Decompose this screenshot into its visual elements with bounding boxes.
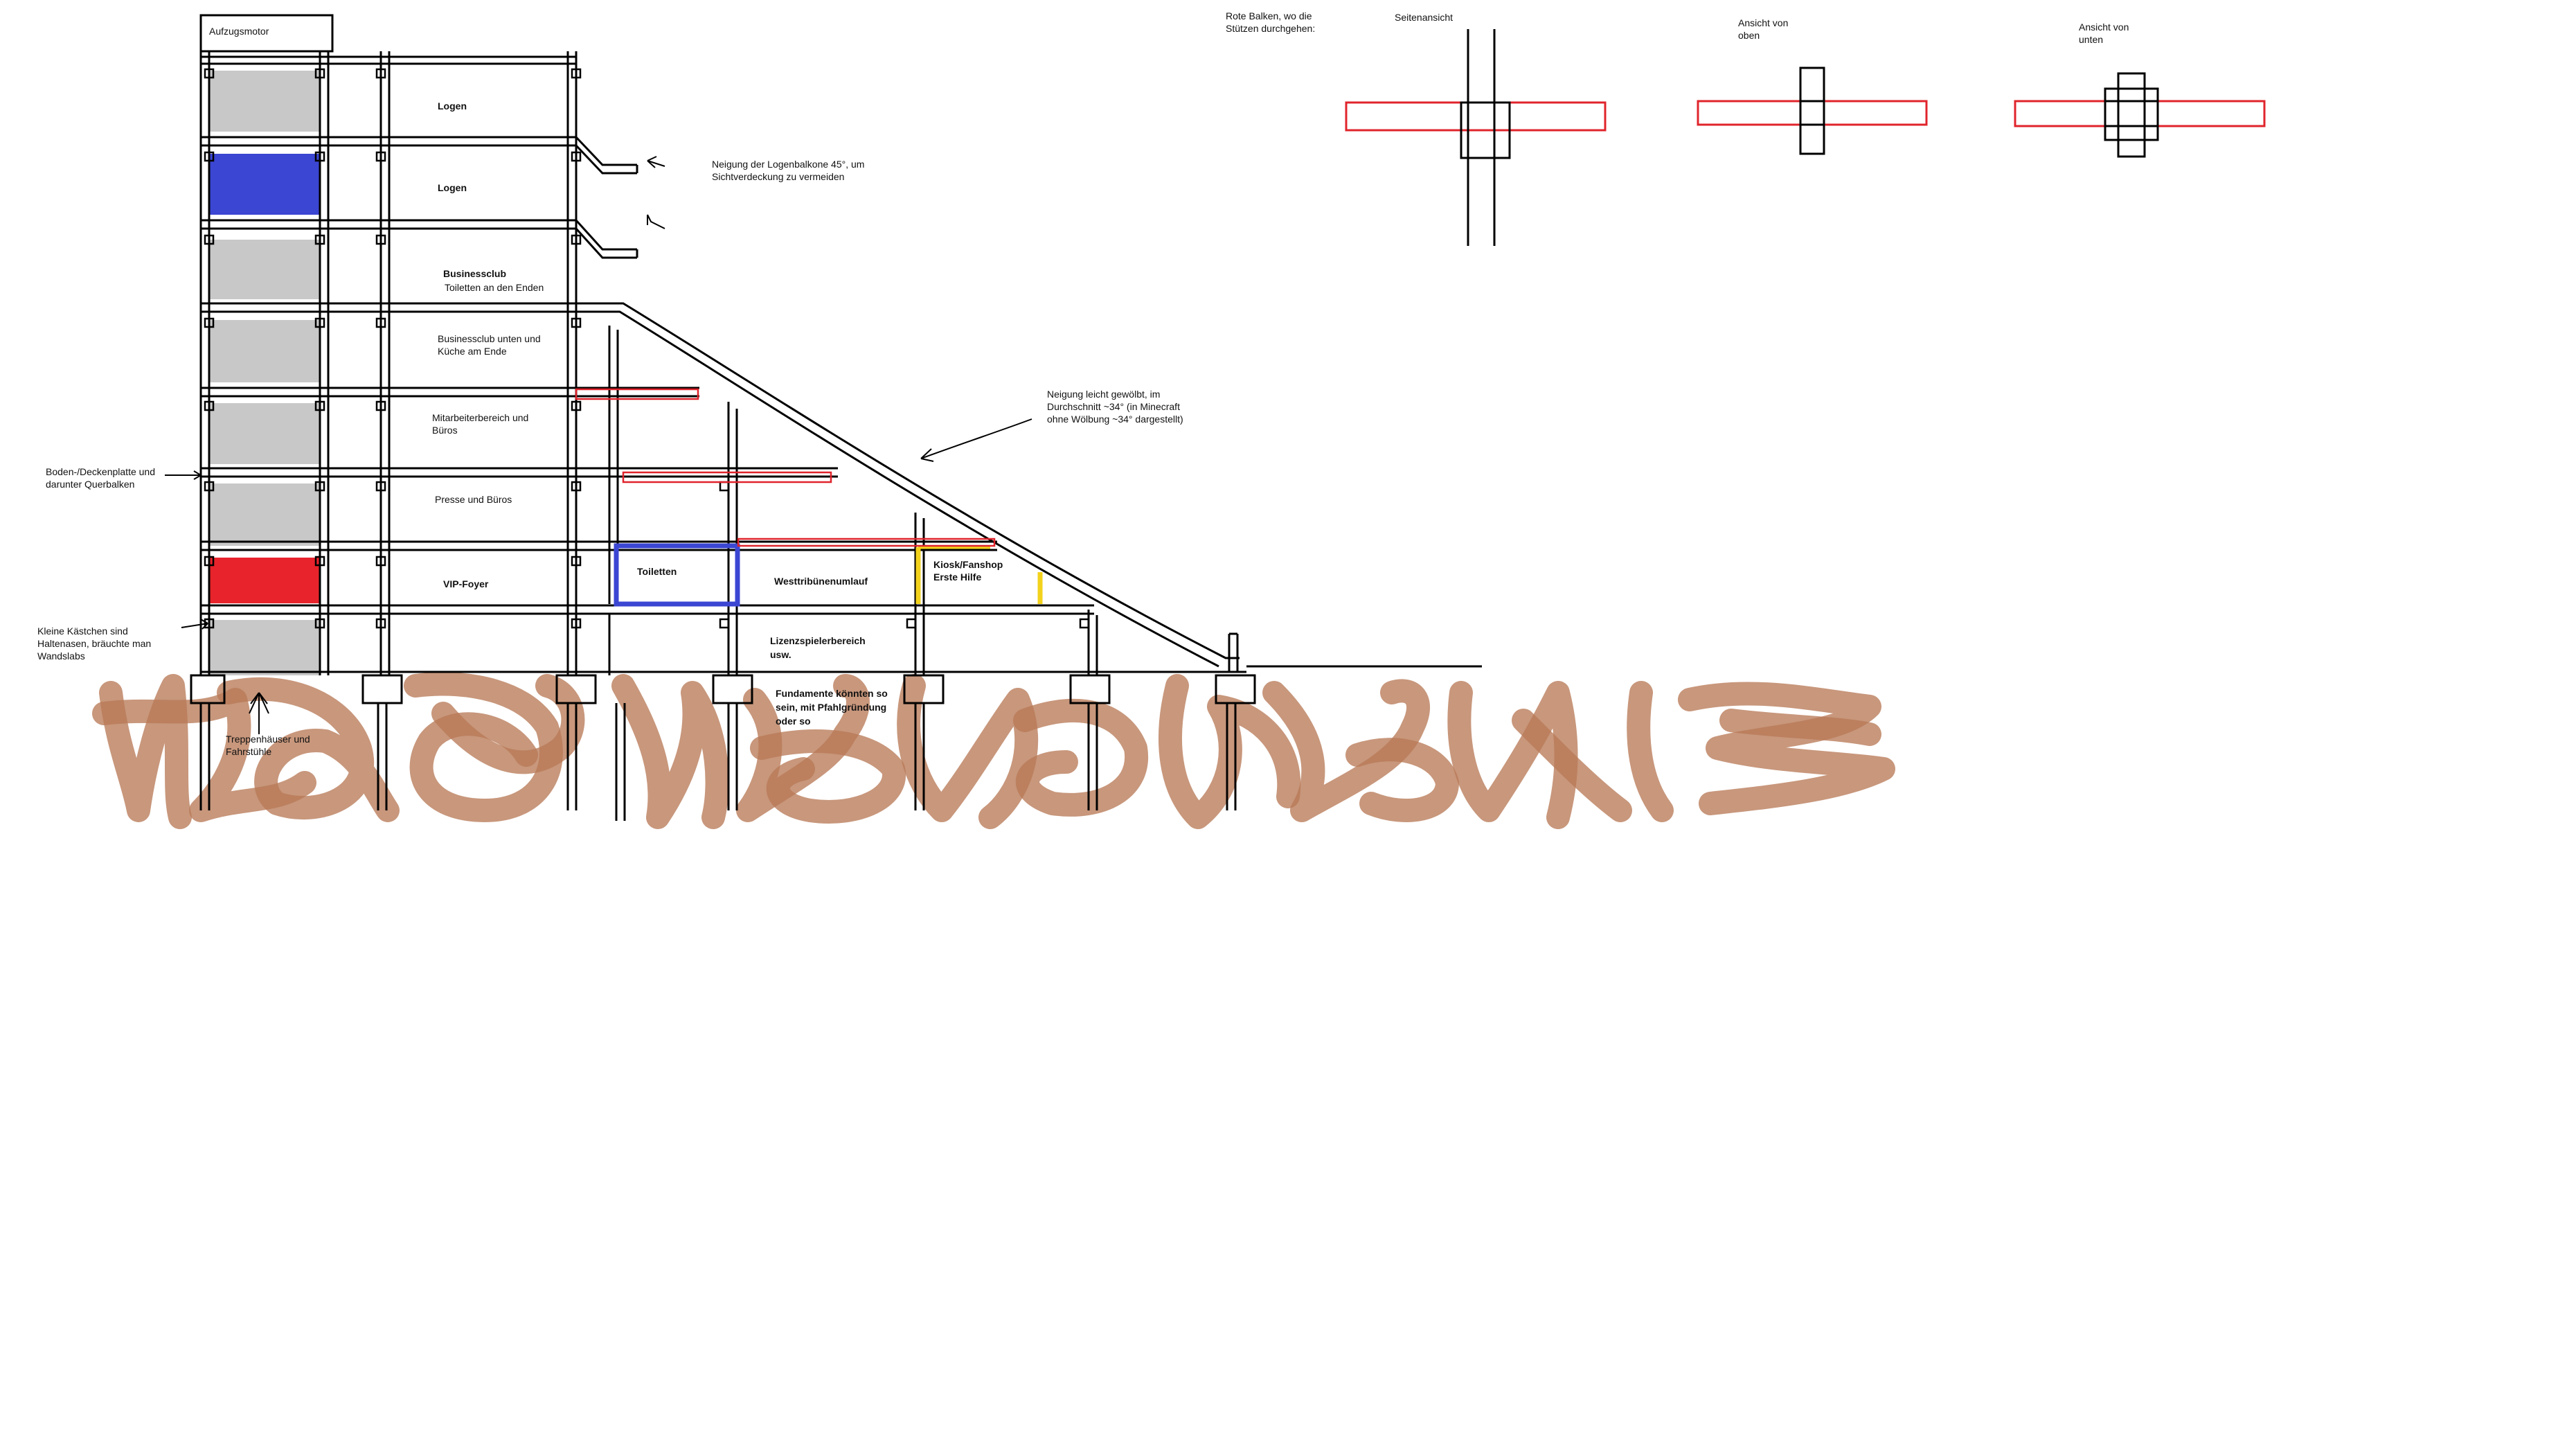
- label-ansicht-unten-1: Ansicht von: [2079, 21, 2129, 33]
- floor-slabs: [201, 55, 1246, 673]
- label-vip-foyer: VIP-Foyer: [443, 578, 489, 589]
- label-treppen-2: Fahrstühle: [226, 746, 271, 757]
- label-neigung-gewoelbt-1: Neigung leicht gewölbt, im: [1047, 389, 1160, 400]
- label-fundamente-3: oder so: [776, 716, 811, 727]
- label-businessclub-kueche-1: Businessclub unten und: [438, 333, 541, 344]
- shaft-fill-8: [209, 620, 320, 675]
- toiletten-blue-frame: [614, 543, 740, 607]
- label-neigung-loge-1: Neigung der Logenbalkone 45°, um: [712, 159, 864, 170]
- label-kaestchen-3: Wandslabs: [37, 650, 85, 662]
- beam-detail-views: [1345, 29, 2266, 246]
- annotation-arrows: [165, 156, 1032, 734]
- label-kiosk-2: Erste Hilfe: [933, 571, 981, 583]
- logen-balconies: [575, 136, 638, 259]
- shaft-fill-6: [209, 483, 320, 546]
- shaft-fill-7-red: [209, 558, 320, 603]
- stadium-cross-section: [165, 14, 1482, 821]
- label-westtribuene: Westtribünenumlauf: [774, 576, 868, 587]
- red-beams: [575, 388, 996, 547]
- shaft-fill-1: [209, 71, 320, 132]
- side-view: [1345, 29, 1607, 246]
- label-fundamente-2: sein, mit Pfahlgründung: [776, 702, 886, 713]
- label-neigung-gewoelbt-2: Durchschnitt ~34° (in Minecraft: [1047, 401, 1180, 412]
- label-neigung-gewoelbt-3: ohne Wölbung ~34° dargestellt): [1047, 414, 1183, 425]
- label-logen-1: Logen: [438, 100, 467, 112]
- label-kaestchen-1: Kleine Kästchen sind: [37, 625, 128, 637]
- label-ansicht-oben-1: Ansicht von: [1738, 17, 1788, 28]
- label-fundamente-1: Fundamente könnten so: [776, 688, 888, 699]
- label-logen-2: Logen: [438, 182, 467, 193]
- shaft-fill-4: [209, 320, 320, 382]
- label-seitenansicht: Seitenansicht: [1395, 12, 1453, 23]
- label-toiletten: Toiletten: [637, 566, 677, 577]
- shaft-fill-3: [209, 240, 320, 299]
- holding-boxes: [204, 68, 1090, 629]
- label-ansicht-oben-2: oben: [1738, 30, 1760, 41]
- label-toiletten-enden: Toiletten an den Enden: [445, 282, 544, 293]
- label-mitarbeiter-2: Büros: [432, 425, 458, 436]
- label-mitarbeiter-1: Mitarbeiterbereich und: [432, 412, 528, 423]
- tower-columns: [199, 51, 578, 675]
- label-boden-1: Boden-/Deckenplatte und: [46, 466, 155, 477]
- label-lizenz-2: usw.: [770, 649, 791, 660]
- soil-scribbles: [92, 672, 1895, 829]
- label-rote-balken-1: Rote Balken, wo die: [1226, 10, 1312, 21]
- shaft-fill-2-blue: [209, 154, 320, 215]
- bottom-view: [2014, 72, 2266, 158]
- label-treppen-1: Treppenhäuser und: [226, 734, 310, 745]
- label-businessclub-kueche-2: Küche am Ende: [438, 346, 507, 357]
- foundations: [190, 665, 1482, 821]
- tribune-slope: [596, 302, 1240, 672]
- label-businessclub: Businessclub: [443, 268, 506, 279]
- label-kaestchen-2: Haltenasen, bräuchte man: [37, 638, 151, 649]
- label-elevator-motor: Aufzugsmotor: [209, 26, 269, 37]
- label-ansicht-unten-2: unten: [2079, 34, 2103, 45]
- label-rote-balken-2: Stützen durchgehen:: [1226, 23, 1315, 34]
- label-kiosk-1: Kiosk/Fanshop: [933, 559, 1003, 570]
- top-view: [1697, 66, 1928, 155]
- label-lizenz-1: Lizenzspielerbereich: [770, 635, 866, 646]
- label-boden-2: darunter Querbalken: [46, 479, 134, 490]
- elevator-motor-box: [199, 14, 334, 53]
- shaft-fill-5: [209, 403, 320, 464]
- label-neigung-loge-2: Sichtverdeckung zu vermeiden: [712, 171, 844, 182]
- label-presse: Presse und Büros: [435, 494, 512, 505]
